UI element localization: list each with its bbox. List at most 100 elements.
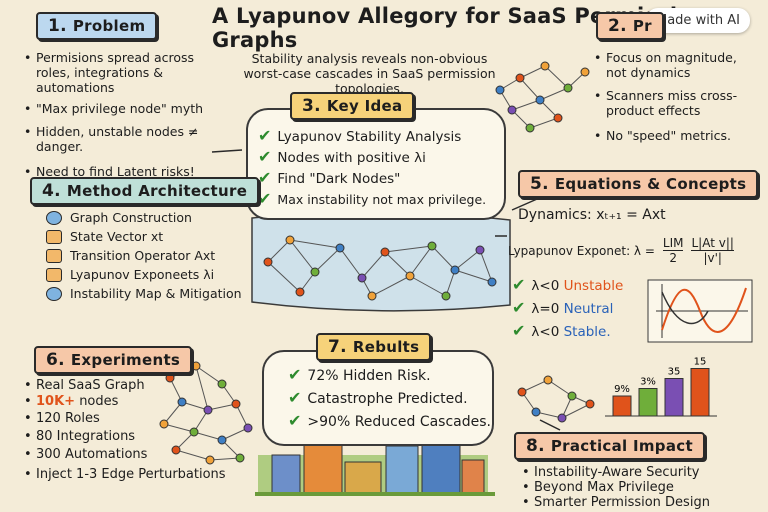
problem-item: Permisions spread across roles, integrat… bbox=[24, 50, 224, 95]
bar-label: 9% bbox=[614, 384, 630, 395]
key-idea-list: ✔Lyapunov Stability Analysis ✔Nodes with… bbox=[258, 126, 486, 210]
graph-edge bbox=[445, 269, 456, 297]
lyapunov-prefix: Lypapunov Exponet: λ = bbox=[508, 243, 655, 258]
experiments-item: Real SaaS Graph bbox=[24, 378, 244, 394]
experiments-item: 120 Roles bbox=[24, 410, 244, 428]
equations-heading: Equations & Concepts bbox=[554, 175, 747, 193]
results-item: ✔72% Hidden Risk. bbox=[288, 365, 431, 384]
made-with-ai-badge[interactable]: Made with AI bbox=[646, 8, 751, 33]
graph-node bbox=[441, 291, 451, 301]
practical-header: 8.Practical Impact bbox=[514, 432, 705, 460]
graph-edge bbox=[544, 65, 569, 89]
check-icon: ✔ bbox=[258, 189, 272, 208]
graph-node bbox=[517, 387, 527, 397]
check-icon: ✔ bbox=[258, 147, 272, 166]
graph-node bbox=[191, 361, 201, 371]
exponent-icon bbox=[46, 267, 62, 282]
method-list: Graph Construction State Vector xt Trans… bbox=[46, 208, 242, 303]
check-icon: ✔ bbox=[288, 365, 302, 384]
graph-edge bbox=[539, 87, 569, 101]
graph-edge bbox=[431, 245, 456, 271]
graph-edge bbox=[289, 239, 341, 249]
problem-item: "Max privilege node" myth bbox=[24, 101, 224, 116]
method-item: Instability Map & Mitigation bbox=[46, 284, 242, 303]
check-icon: ✔ bbox=[288, 411, 302, 430]
prior-header: 2.Pr bbox=[596, 12, 664, 40]
prior-heading: Pr bbox=[632, 17, 652, 35]
graph-node bbox=[263, 257, 273, 267]
graph-edge bbox=[511, 99, 541, 111]
prior-network-graph bbox=[495, 61, 590, 133]
graph-edge bbox=[384, 251, 411, 277]
lim-fraction: LIM 2 bbox=[662, 236, 684, 265]
key-idea-item: ✔Lyapunov Stability Analysis bbox=[258, 126, 462, 145]
problem-header: 1. Problem bbox=[36, 12, 158, 40]
graph-edge bbox=[521, 379, 549, 393]
stability-chart-icon bbox=[647, 279, 753, 343]
experiments-list: Real SaaS Graph 10K+ nodes 120 Roles 80 … bbox=[24, 378, 244, 486]
results-heading: Rebults bbox=[352, 338, 420, 356]
graph-edge bbox=[454, 269, 493, 283]
graph-edge bbox=[361, 251, 386, 279]
graph-node bbox=[380, 247, 390, 257]
subtitle: Stability analysis reveals non-obvious w… bbox=[243, 51, 496, 96]
results-item: ✔Catastrophe Predicted. bbox=[288, 388, 468, 407]
key-idea-item: ✔Find "Dark Nodes" bbox=[258, 168, 401, 187]
check-icon: ✔ bbox=[512, 298, 526, 317]
method-item: Transition Operator Axt bbox=[46, 246, 242, 265]
practical-item: Instability-Aware Security bbox=[522, 465, 762, 480]
results-item: ✔>90% Reduced Cascades. bbox=[288, 411, 491, 430]
experiments-header: 6.Experiments bbox=[34, 346, 193, 374]
check-icon: ✔ bbox=[512, 275, 526, 294]
experiments-number: 6. bbox=[46, 350, 65, 370]
problem-number: 1. bbox=[48, 16, 67, 36]
graph-node bbox=[285, 235, 295, 245]
map-icon bbox=[46, 286, 62, 301]
method-item: Lyapunov Exponeets λi bbox=[46, 265, 242, 284]
graph-edge bbox=[289, 239, 316, 273]
graph-node bbox=[535, 95, 545, 105]
lambda-case: ✔λ<0 Stable. bbox=[512, 321, 611, 340]
results-number: 7. bbox=[328, 337, 347, 357]
graph-node bbox=[553, 113, 563, 123]
key-idea-band bbox=[251, 211, 511, 312]
results-network-graph bbox=[517, 375, 595, 423]
graph-node bbox=[367, 291, 377, 301]
graph-node bbox=[543, 375, 553, 385]
graph-edge bbox=[384, 245, 433, 253]
graph-node bbox=[357, 273, 367, 283]
graph-node bbox=[563, 83, 573, 93]
lambda-case: ✔λ<0 Unstable bbox=[512, 275, 624, 294]
graph-node bbox=[567, 391, 577, 401]
graph-edge bbox=[267, 261, 301, 293]
graph-edge bbox=[371, 275, 411, 297]
key-idea-bubble bbox=[246, 108, 506, 220]
prior-item: No "speed" metrics. bbox=[594, 128, 754, 143]
method-number: 4. bbox=[42, 181, 61, 201]
practical-item: Beyond Max Privilege bbox=[522, 480, 762, 495]
check-icon: ✔ bbox=[512, 321, 526, 340]
graph-node bbox=[507, 105, 517, 115]
equations-header: 5. Equations & Concepts bbox=[518, 170, 759, 198]
norm-fraction: L|At v|| |v'| bbox=[691, 236, 734, 265]
problem-list: Permisions spread across roles, integrat… bbox=[24, 50, 224, 179]
graph-edge bbox=[409, 275, 447, 297]
graph-node bbox=[310, 267, 320, 277]
check-icon: ✔ bbox=[258, 168, 272, 187]
equations-number: 5. bbox=[530, 174, 549, 194]
method-heading: Method Architecture bbox=[66, 182, 248, 200]
problem-item: Hidden, unstable nodes ≠ danger. bbox=[24, 124, 224, 154]
bar bbox=[612, 395, 632, 417]
graph-edge bbox=[454, 249, 481, 271]
problem-heading: Problem bbox=[72, 17, 146, 35]
graph-icon bbox=[46, 210, 62, 225]
check-icon: ✔ bbox=[258, 126, 272, 145]
method-item: Graph Construction bbox=[46, 208, 242, 227]
graph-node bbox=[495, 85, 505, 95]
practical-heading: Practical Impact bbox=[550, 437, 693, 455]
graph-edge bbox=[314, 247, 341, 273]
graph-edge bbox=[529, 117, 559, 129]
graph-node bbox=[427, 241, 437, 251]
operator-icon bbox=[46, 248, 62, 263]
